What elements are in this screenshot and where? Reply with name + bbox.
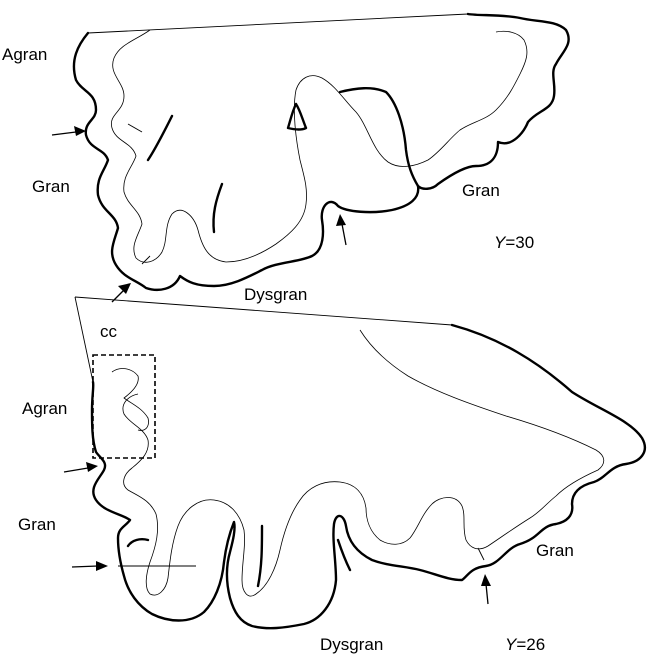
section-y30-y-value: =30 bbox=[505, 233, 534, 252]
section-y26-left-edge bbox=[75, 297, 93, 382]
section-y30-fold-notch bbox=[288, 104, 306, 130]
section-y26-y-value: =26 bbox=[516, 635, 545, 654]
section-y30-label-dysgran: Dysgran bbox=[244, 285, 307, 304]
section-y30-label-gran-right: Gran bbox=[462, 181, 500, 200]
section-y26-arrow-agran-gran bbox=[64, 462, 98, 472]
section-y30-sulcus-left bbox=[148, 116, 172, 160]
section-y26-label-gran-right: Gran bbox=[536, 541, 574, 560]
section-y30-label-y: Y=30 bbox=[494, 233, 534, 252]
section-y26-label-y: Y=26 bbox=[505, 635, 545, 654]
section-y26-label-cc: cc bbox=[100, 322, 118, 341]
section-y26-label-agran: Agran bbox=[22, 399, 67, 418]
section-y30-fold-upper bbox=[340, 88, 418, 186]
section-y26-dashed-box bbox=[93, 355, 155, 458]
section-y26-sulcus-left bbox=[128, 539, 148, 546]
section-y30-cut-line bbox=[88, 14, 468, 33]
section-y30: Agran Gran Gran Dysgran Y=30 bbox=[2, 14, 569, 304]
section-y26-sulcus-mid bbox=[258, 526, 262, 586]
section-y26-label-dysgran: Dysgran bbox=[320, 635, 383, 654]
section-y26-sulcus-right bbox=[338, 540, 350, 570]
section-y30-sulcus-mid bbox=[213, 184, 222, 232]
section-y30-inner-contour bbox=[111, 30, 527, 262]
section-y30-arrow-dysgran-gran bbox=[336, 214, 346, 245]
section-y30-label-agran: Agran bbox=[2, 45, 47, 64]
section-y30-label-gran-left: Gran bbox=[32, 177, 70, 196]
section-y26-label-gran-left: Gran bbox=[18, 515, 56, 534]
section-y26-arrow-gran-dysgran bbox=[72, 561, 108, 571]
section-y30-boundary-tick-2 bbox=[142, 256, 150, 264]
section-y26: cc Agran Gran Gran Dysgran Y=26 bbox=[18, 297, 645, 654]
section-y30-arrow-gran-dysgran bbox=[112, 283, 131, 302]
section-y26-arrow-dysgran-gran bbox=[481, 574, 491, 604]
section-y26-boundary-tick-right bbox=[478, 548, 484, 560]
section-y30-boundary-tick-1 bbox=[128, 124, 142, 132]
section-y26-outer-contour bbox=[92, 325, 645, 628]
section-y30-arrow-agran-gran bbox=[52, 126, 86, 136]
